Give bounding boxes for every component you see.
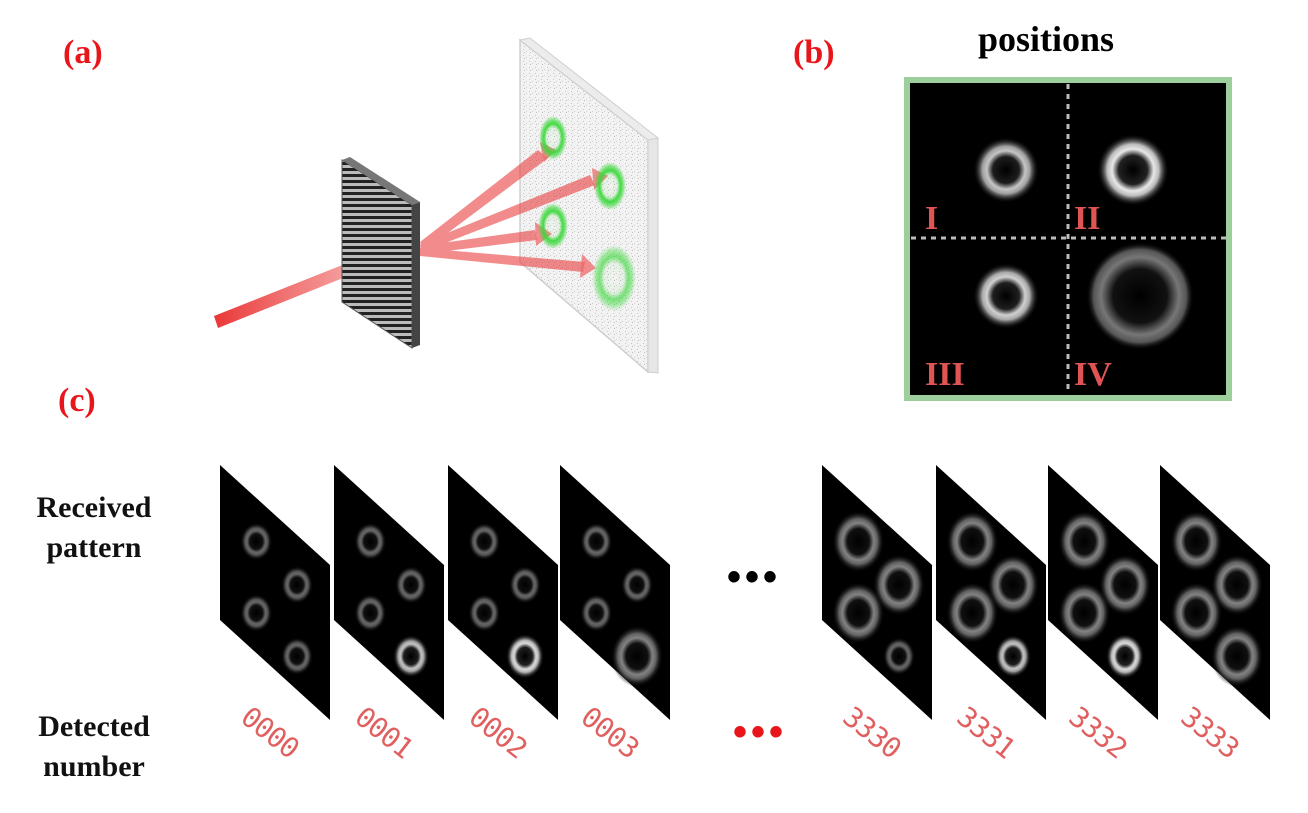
panel-label-c: (c) xyxy=(58,382,96,419)
pattern-frame xyxy=(936,465,1046,720)
pattern-frame xyxy=(1160,465,1270,720)
ring-spot xyxy=(393,635,429,678)
quadrant-label-3: III xyxy=(925,356,965,393)
ring-spot xyxy=(1211,625,1263,687)
pattern-frame xyxy=(560,465,670,720)
ring-spot xyxy=(1170,582,1223,644)
panel-label-b: (b) xyxy=(793,34,835,71)
ring-spot xyxy=(832,510,885,573)
ring-spot xyxy=(509,565,541,604)
ring-spot xyxy=(240,522,273,561)
received-pattern-frames xyxy=(220,465,1270,720)
input-beam xyxy=(214,252,378,328)
quadrant-label-4: IV xyxy=(1074,356,1112,393)
diffracted-beams xyxy=(420,150,595,272)
ring-spot xyxy=(1058,582,1111,644)
ring-spot xyxy=(580,594,613,632)
ring-spot xyxy=(946,510,999,573)
detected-number-label: Detected number xyxy=(38,710,150,783)
ring-spot xyxy=(621,565,653,604)
ring-spot xyxy=(395,565,427,604)
ring-spot xyxy=(354,594,387,632)
ring-spot xyxy=(1058,510,1111,573)
ring-spot xyxy=(240,594,273,632)
ring-spot xyxy=(281,637,313,676)
pattern-frame xyxy=(334,465,444,720)
ring-spot xyxy=(883,637,915,676)
received-pattern-label: Received pattern xyxy=(36,491,152,564)
pattern-frame xyxy=(448,465,558,720)
pattern-frame xyxy=(822,465,932,720)
ring-spot xyxy=(1106,633,1144,679)
screen-rings xyxy=(538,116,636,311)
pattern-frame xyxy=(220,465,330,720)
ring-spot xyxy=(987,554,1039,616)
ring-spot xyxy=(281,565,313,604)
ring-spot xyxy=(468,594,501,632)
ellipsis-numbers: ••• xyxy=(733,710,788,754)
grating-plate xyxy=(341,157,420,349)
pattern-frame xyxy=(1048,465,1158,720)
ring-spot xyxy=(1170,510,1223,573)
quadrant-label-1: I xyxy=(925,200,938,237)
ring-spot xyxy=(580,522,613,561)
ring-spot xyxy=(946,582,999,644)
ring-spot xyxy=(1099,554,1151,616)
quadrant-labels: I II III IV xyxy=(925,200,1112,393)
ring-spot xyxy=(506,633,544,679)
ring-spot xyxy=(995,635,1031,678)
quadrant-label-2: II xyxy=(1074,200,1100,237)
ring-spot xyxy=(1211,554,1263,616)
panel-label-a: (a) xyxy=(63,34,103,71)
positions-panel xyxy=(904,77,1232,401)
positions-title: positions xyxy=(978,19,1115,59)
ring-spot xyxy=(611,625,663,687)
ellipsis-patterns: ••• xyxy=(727,555,782,599)
ring-spot xyxy=(354,522,387,561)
ring-spot xyxy=(832,582,885,644)
ring-spot xyxy=(873,554,925,616)
ring-spot xyxy=(468,522,501,561)
